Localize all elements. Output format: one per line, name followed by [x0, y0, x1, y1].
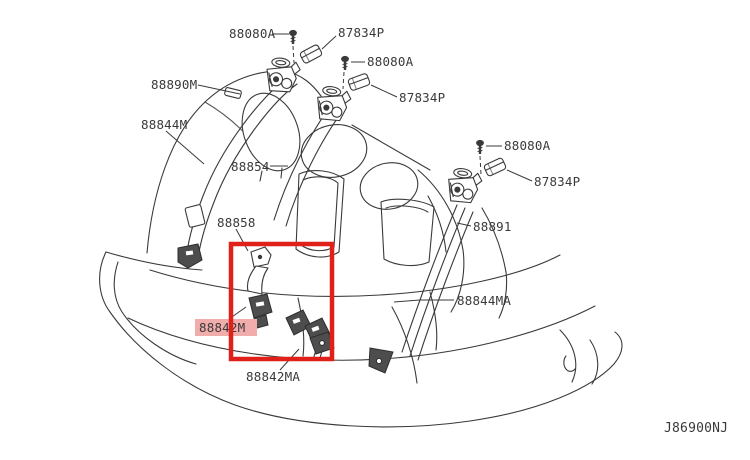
center-buckle-88842m [248, 293, 273, 319]
part-label-88842m-selected[interactable]: 88842M [199, 320, 245, 335]
diagram-reference-code: J86900NJ [664, 421, 728, 436]
part-label-88080a-top[interactable]: 88080A [229, 26, 276, 41]
belt-adjuster [184, 204, 206, 228]
bolt-icon-mid [340, 55, 350, 72]
part-label-88080a-mid[interactable]: 88080A [367, 54, 414, 69]
clip-icon-top [298, 43, 324, 65]
left-retractor [264, 56, 302, 95]
part-label-88080a-right[interactable]: 88080A [504, 138, 551, 153]
left-lower-buckle [177, 243, 203, 269]
selected-part-highlight [195, 319, 257, 336]
part-label-88842ma[interactable]: 88842MA [246, 369, 300, 384]
bolt-icon-top [288, 29, 298, 46]
part-label-88844m[interactable]: 88844M [141, 117, 187, 132]
part-label-88891[interactable]: 88891 [473, 219, 512, 234]
right-retractor [445, 166, 484, 206]
part-label-88844ma[interactable]: 88844MA [457, 293, 511, 308]
part-label-88854[interactable]: 88854 [231, 159, 270, 174]
clip-icon-mid [347, 72, 371, 92]
leader-lines [165, 33, 533, 371]
part-labels: 88080A 87834P 88080A 87834P 88890M 88844… [141, 25, 580, 384]
bolt-icon-right [475, 139, 485, 156]
center-retractor [314, 84, 353, 124]
selection-highlight-box [228, 241, 335, 362]
part-label-87834p-right[interactable]: 87834P [534, 174, 580, 189]
rear-seat-line-art [99, 70, 623, 428]
part-label-88890m[interactable]: 88890M [151, 77, 197, 92]
part-label-88858[interactable]: 88858 [217, 215, 256, 230]
part-label-87834p-mid[interactable]: 87834P [399, 90, 445, 105]
seatbelt-hardware [177, 29, 508, 374]
clip-icon-right [482, 156, 508, 178]
part-label-87834p-top[interactable]: 87834P [338, 25, 384, 40]
